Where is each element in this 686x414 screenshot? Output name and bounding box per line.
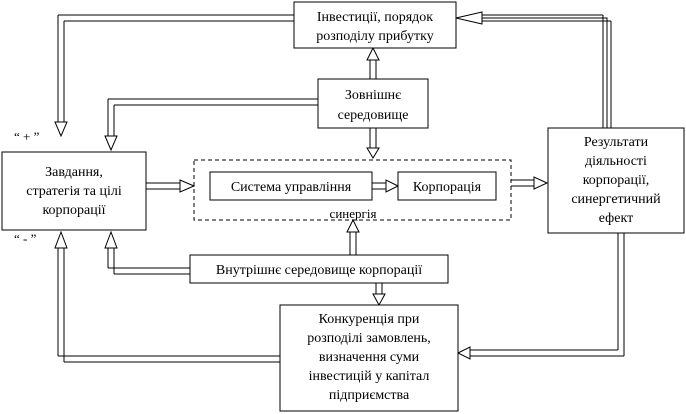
corporation-label: Корпорація xyxy=(413,180,482,195)
arrowhead xyxy=(104,135,118,152)
competition-line-3: визначення суми xyxy=(319,350,420,365)
competition-box: Конкуренція при розподілі замовлень, виз… xyxy=(279,304,459,412)
corporation-box: Корпорація xyxy=(397,171,497,201)
results-line-3: корпорації, xyxy=(583,173,650,188)
synergy-group xyxy=(193,159,512,221)
external-line-1: Зовнішнє xyxy=(345,88,401,103)
tasks-strategy-box: Завдання, стратегія та цілі корпорації xyxy=(1,151,147,231)
competition-line-2: розподілі замовлень, xyxy=(307,331,431,346)
arrowhead xyxy=(456,346,471,360)
tasks-line-1: Завдання, xyxy=(45,165,103,180)
arrowhead xyxy=(385,179,400,193)
results-box: Результати діяльності корпорації, синерг… xyxy=(547,127,685,234)
internal-environment-label: Внутрішнє середовище корпорації xyxy=(216,263,422,278)
minus-label: “ - ” xyxy=(14,231,37,246)
investments-box: Інвестиції, порядок розподілу прибутку xyxy=(293,1,457,49)
tasks-line-3: корпорації xyxy=(42,203,105,218)
investments-line-2: розподілу прибутку xyxy=(316,29,433,44)
competition-line-4: інвестицій у капітал xyxy=(309,369,430,384)
arrowhead xyxy=(54,121,68,138)
results-line-2: діяльності xyxy=(585,154,647,169)
management-system-box: Система управління xyxy=(209,171,373,201)
external-environment-box: Зовнішнє середовище xyxy=(317,78,429,129)
management-system-label: Система управління xyxy=(231,180,352,195)
competition-line-1: Конкуренція при xyxy=(319,312,420,327)
results-line-1: Результати xyxy=(584,135,649,150)
investments-line-1: Інвестиції, порядок xyxy=(317,10,433,25)
arrowhead xyxy=(372,293,386,307)
results-line-4: синергетичний xyxy=(571,192,661,207)
synergy-label: синергія xyxy=(330,206,377,221)
connector-results-to-investments xyxy=(470,17,608,128)
arrowhead xyxy=(54,230,68,249)
arrowhead xyxy=(366,147,380,159)
external-line-2: середовище xyxy=(338,108,409,123)
arrowhead xyxy=(455,11,483,25)
arrowhead xyxy=(104,230,118,249)
internal-environment-box: Внутрішнє середовище корпорації xyxy=(189,254,449,284)
competition-line-5: підприємства xyxy=(329,388,410,403)
arrowhead xyxy=(179,179,196,193)
tasks-line-2: стратегія та цілі xyxy=(26,184,122,199)
arrowhead xyxy=(533,176,549,190)
arrowhead xyxy=(366,46,380,61)
plus-label: “ + ” xyxy=(14,129,40,144)
results-line-5: ефект xyxy=(599,211,633,226)
arrowhead xyxy=(346,218,360,233)
